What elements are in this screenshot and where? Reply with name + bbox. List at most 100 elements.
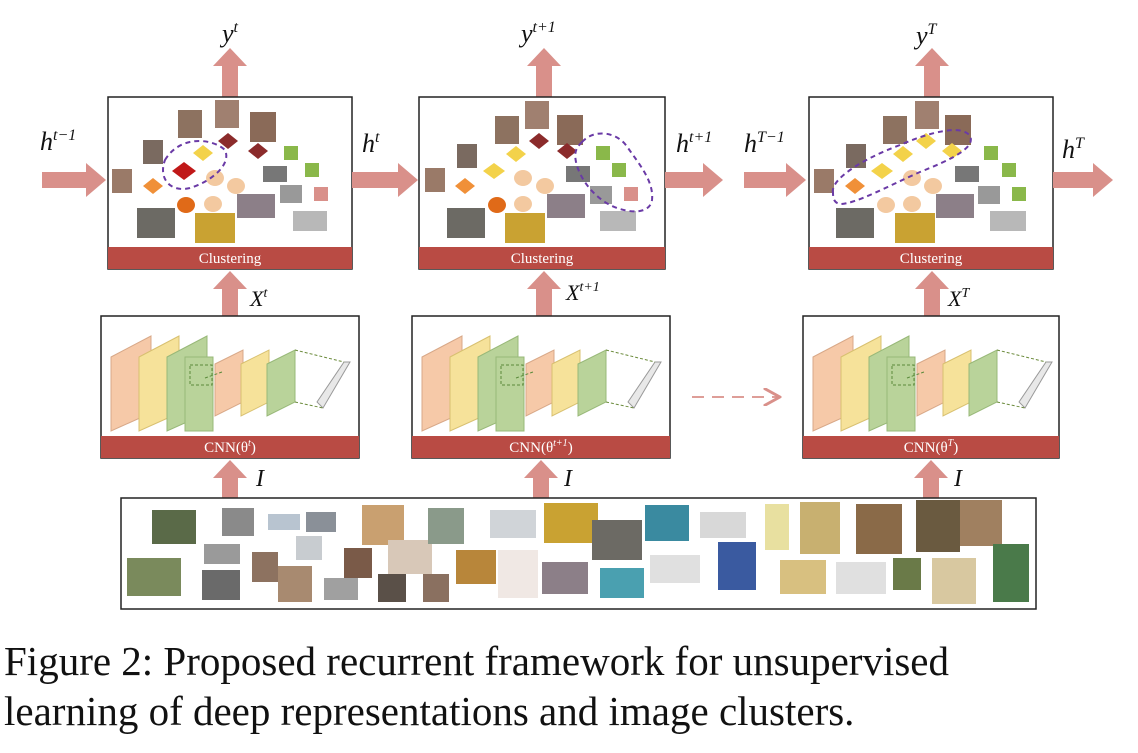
cnn-label-1: CNN(θt) (204, 438, 256, 456)
stage-2: yt+1 Clustering (411, 19, 723, 498)
airplane-thumbnail (306, 512, 336, 532)
buddha-thumbnail (932, 558, 976, 604)
face-thumbnail (846, 144, 866, 168)
turtle-thumbnail (600, 568, 644, 598)
circle-marker (903, 196, 921, 212)
llama-thumbnail (127, 558, 181, 596)
face-thumbnail (278, 566, 312, 602)
clustering-label-2: Clustering (511, 251, 574, 267)
face-thumbnail (915, 101, 939, 129)
camera-thumbnail (324, 578, 358, 600)
cnn-layers-3 (812, 335, 1053, 432)
input-label-3: I (953, 466, 963, 492)
figure-caption: Figure 2: Proposed recurrent framework f… (4, 636, 1134, 736)
watch-thumbnail (800, 502, 840, 554)
camera-thumbnail (293, 211, 327, 231)
feature-label-1: Xt (249, 286, 268, 311)
hidden-out-arrow-3 (1053, 163, 1113, 197)
diamond-marker (506, 146, 526, 162)
motorcycle-thumbnail (650, 555, 700, 583)
feature-label-2: Xt+1 (565, 280, 600, 305)
diamond-marker (942, 143, 962, 159)
square-marker (984, 146, 998, 160)
turtle-thumbnail (645, 505, 689, 541)
cnn-bar-1 (101, 436, 359, 458)
elephant-thumbnail (237, 194, 275, 218)
face-thumbnail (814, 169, 834, 193)
clustering-label-1: Clustering (199, 251, 262, 267)
camera-thumbnail (590, 186, 612, 204)
face-thumbnail (457, 144, 477, 168)
flamingo-thumbnail (490, 510, 536, 538)
clustering-bar-2 (419, 247, 665, 269)
buddha-thumbnail (960, 500, 1002, 546)
cnn-bar-3 (803, 436, 1059, 458)
face-thumbnail (525, 101, 549, 129)
motorcycle-thumbnail (700, 512, 746, 538)
bottle-thumbnail (993, 544, 1029, 602)
camera-thumbnail (566, 166, 590, 182)
elephant-thumbnail (137, 208, 175, 238)
input-label-1: I (255, 466, 265, 492)
square-marker (596, 146, 610, 160)
elephant-thumbnail (544, 503, 598, 543)
feature-arrow-2 (527, 271, 561, 316)
watch-thumbnail (780, 560, 826, 594)
diamond-marker (218, 133, 238, 149)
gazelle-thumbnail (856, 504, 902, 554)
square-marker (1002, 163, 1016, 177)
cluster-outline (162, 140, 228, 190)
input-arrow-1 (213, 460, 247, 498)
clustering-label-3: Clustering (900, 251, 963, 267)
hidden-out-label-2: ht+1 (676, 129, 712, 158)
diamond-marker (871, 163, 893, 179)
circle-marker (514, 196, 532, 212)
circle-marker (877, 197, 895, 213)
cluster-outline (831, 129, 972, 206)
gazelle-thumbnail (893, 558, 921, 590)
face-thumbnail (495, 116, 519, 144)
face-thumbnail (557, 115, 583, 145)
clustering-bar-3 (809, 247, 1053, 269)
camera-thumbnail (204, 544, 240, 564)
input-arrow-2 (524, 460, 558, 498)
watch-thumbnail (836, 562, 886, 594)
flamingo-thumbnail (498, 550, 538, 598)
camera-thumbnail (600, 211, 636, 231)
elephant-thumbnail (895, 213, 935, 243)
sunflower-thumbnail (765, 504, 789, 550)
output-arrow-1 (213, 48, 247, 98)
diamond-marker (557, 143, 577, 159)
airplane-thumbnail (296, 536, 322, 560)
hedgehog-thumbnail (388, 540, 432, 574)
cnn-label-2: CNN(θt+1) (509, 438, 572, 456)
feature-label-3: XT (947, 286, 970, 311)
llama-thumbnail (152, 510, 196, 544)
stage-1: yt Clustering (40, 19, 418, 498)
cnn-label-3: CNN(θT) (904, 438, 958, 456)
cnn-layers-1 (110, 335, 351, 432)
cougar-thumbnail (362, 505, 404, 545)
face-thumbnail (423, 574, 449, 602)
elephant-thumbnail (547, 194, 585, 218)
elephant-thumbnail (195, 213, 235, 243)
square-marker (314, 187, 328, 201)
hidden-out-label-1: ht (362, 129, 380, 158)
diamond-marker (455, 178, 475, 194)
face-thumbnail (252, 552, 278, 582)
input-image-thumbnails (127, 500, 1029, 604)
elephant-thumbnail (542, 562, 588, 594)
stage-3: yT Clustering (744, 21, 1113, 498)
face-thumbnail (883, 116, 907, 144)
diamond-marker (483, 163, 505, 179)
flamingo-thumbnail (428, 508, 464, 544)
sunflower-thumbnail (718, 542, 756, 590)
feature-arrow-1 (213, 271, 247, 316)
camera-thumbnail (955, 166, 979, 182)
square-marker (612, 163, 626, 177)
circle-marker (177, 197, 195, 213)
diamond-marker (845, 178, 865, 194)
cougar-thumbnail (456, 550, 496, 584)
circle-marker (514, 170, 532, 186)
